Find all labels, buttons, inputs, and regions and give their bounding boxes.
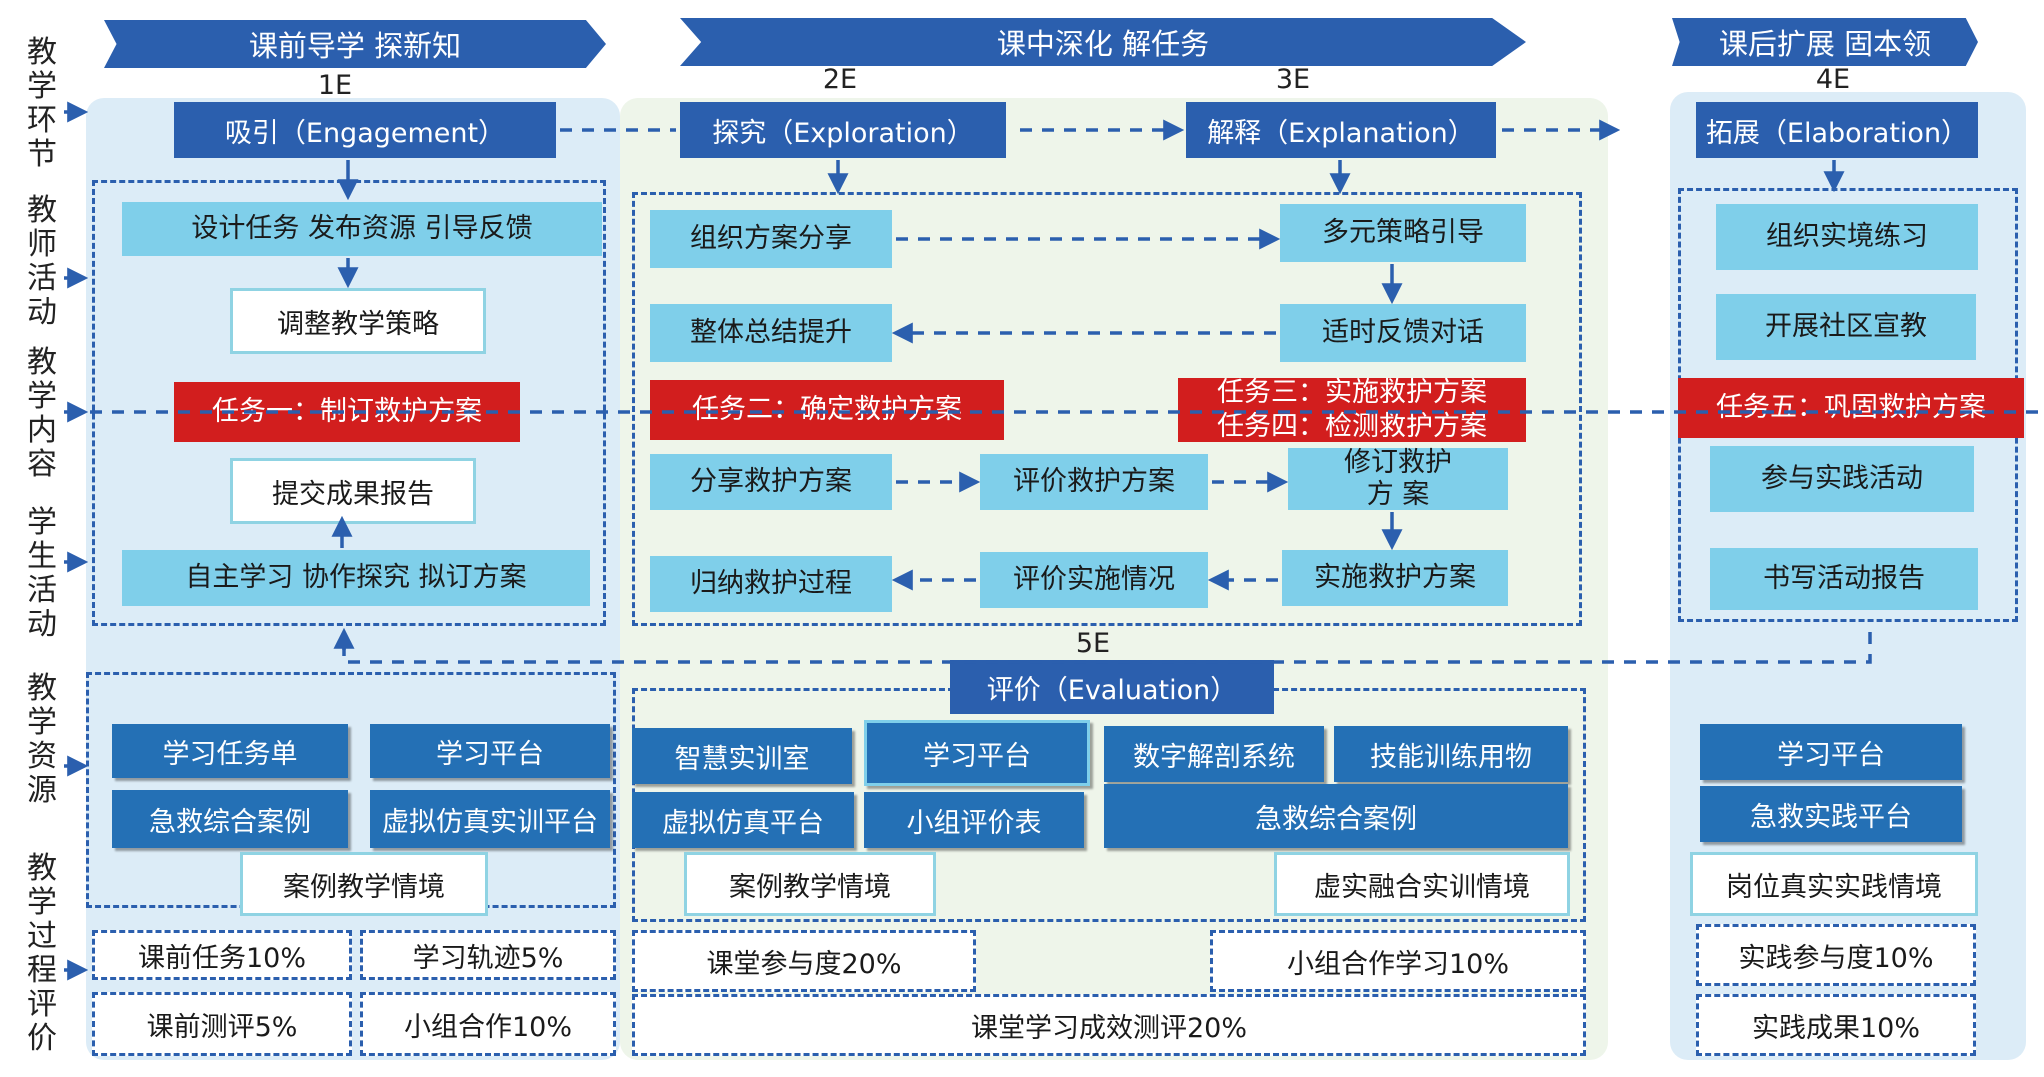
mid-summary: 整体总结提升 <box>650 304 892 362</box>
post-res-real-scenario: 岗位真实实践情境 <box>1690 852 1978 916</box>
post-res-practice-platform: 急救实践平台 <box>1700 786 1962 842</box>
mid-strategy-guidance: 多元策略引导 <box>1280 204 1526 262</box>
pre-submit-report: 提交成果报告 <box>230 458 476 524</box>
row-label-process-evaluation: 教学过程评价 <box>27 851 57 1056</box>
mid-revise-plan-line1: 修订救护 <box>1344 447 1452 478</box>
row-label-student-activity: 学生活动 <box>27 505 57 642</box>
mid-res-skill-training-supplies: 技能训练用物 <box>1334 726 1568 782</box>
row-label-teaching-resources: 教学资源 <box>27 671 57 808</box>
post-community-education: 开展社区宣教 <box>1716 294 1976 360</box>
pre-eval-learning-trace: 学习轨迹5% <box>360 930 616 980</box>
post-res-learning-platform: 学习平台 <box>1700 724 1962 780</box>
task-5: 任务五：巩固救护方案 <box>1678 378 2024 438</box>
stage-banner-pre: 课前导学 探新知 <box>104 20 606 68</box>
task-1: 任务一：制订救护方案 <box>174 382 520 442</box>
pre-teacher-activity: 设计任务 发布资源 引导反馈 <box>122 202 602 256</box>
post-practice: 组织实境练习 <box>1716 204 1978 270</box>
pre-res-virtual-platform: 虚拟仿真实训平台 <box>370 790 610 848</box>
e-label-1: 1E <box>317 70 353 101</box>
post-eval-participation: 实践参与度10% <box>1696 924 1976 986</box>
phase-engagement[interactable]: 吸引（Engagement） <box>174 102 556 158</box>
pre-res-case-scenario: 案例教学情境 <box>240 852 488 916</box>
task-3-4: 任务三：实施救护方案 任务四：检测救护方案 <box>1178 377 1526 442</box>
mid-res-blended-scenario: 虚实融合实训情境 <box>1274 852 1570 916</box>
task-2-label: 任务二：确定救护方案 <box>692 394 962 425</box>
mid-eval-learning-outcome: 课堂学习成效测评20% <box>632 994 1586 1056</box>
post-write-report: 书写活动报告 <box>1710 548 1978 610</box>
mid-eval-participation: 课堂参与度20% <box>632 930 976 992</box>
pre-student-activity: 自主学习 协作探究 拟订方案 <box>122 550 590 606</box>
mid-implement-plan: 实施救护方案 <box>1282 550 1508 606</box>
mid-evaluate-implementation: 评价实施情况 <box>980 552 1208 608</box>
pre-res-task-sheet: 学习任务单 <box>112 724 348 778</box>
pre-eval-pre-test: 课前测评5% <box>92 992 352 1056</box>
phase-evaluation[interactable]: 评价（Evaluation） <box>950 660 1274 714</box>
task-2: 任务二：确定救护方案 <box>650 380 1004 440</box>
mid-eval-group-learning: 小组合作学习10% <box>1210 930 1586 992</box>
task-5-label: 任务五：巩固救护方案 <box>1716 392 1986 423</box>
e-label-4: 4E <box>1815 64 1851 95</box>
mid-feedback-dialogue: 适时反馈对话 <box>1280 304 1526 362</box>
mid-res-group-eval-form: 小组评价表 <box>864 792 1084 848</box>
row-label-teaching-content: 教学内容 <box>27 345 57 482</box>
pre-res-learning-platform: 学习平台 <box>370 724 610 778</box>
mid-summarize-process: 归纳救护过程 <box>650 556 892 612</box>
mid-evaluate-plan: 评价救护方案 <box>980 454 1208 510</box>
stage-banner-mid: 课中深化 解任务 <box>680 18 1526 66</box>
mid-res-first-aid-cases: 急救综合案例 <box>1104 784 1568 848</box>
mid-res-case-scenario: 案例教学情境 <box>684 852 936 916</box>
pre-res-first-aid-cases: 急救综合案例 <box>112 790 348 848</box>
mid-organize-sharing: 组织方案分享 <box>650 210 892 268</box>
post-join-activity: 参与实践活动 <box>1710 446 1974 512</box>
mid-revise-plan-line2: 方 案 <box>1366 479 1430 510</box>
e-label-2: 2E <box>822 64 858 95</box>
pre-eval-group-work: 小组合作10% <box>360 992 616 1056</box>
pre-adjust-strategy: 调整教学策略 <box>230 288 486 354</box>
post-eval-outcome: 实践成果10% <box>1696 994 1976 1056</box>
task-3-label: 任务三：实施救护方案 <box>1217 377 1487 408</box>
phase-elaboration[interactable]: 拓展（Elaboration） <box>1696 102 1978 158</box>
e-label-3: 3E <box>1275 64 1311 95</box>
mid-res-smart-lab: 智慧实训室 <box>632 728 852 784</box>
row-label-teaching-stage: 教学环节 <box>27 35 57 172</box>
task-4-label: 任务四：检测救护方案 <box>1217 411 1487 442</box>
mid-res-digital-anatomy: 数字解剖系统 <box>1104 726 1324 782</box>
e-label-5: 5E <box>1075 628 1111 659</box>
row-label-teacher-activity: 教师活动 <box>27 193 57 330</box>
stage-banner-post: 课后扩展 固本领 <box>1672 18 1978 66</box>
mid-share-plan: 分享救护方案 <box>650 454 892 510</box>
phase-explanation[interactable]: 解释（Explanation） <box>1186 102 1496 158</box>
mid-activity-group <box>632 192 1582 626</box>
pre-eval-pre-task: 课前任务10% <box>92 930 352 980</box>
mid-res-learning-platform: 学习平台 <box>864 720 1090 786</box>
phase-exploration[interactable]: 探究（Exploration） <box>680 102 1006 158</box>
mid-revise-plan: 修订救护 方 案 <box>1288 447 1508 510</box>
mid-res-virtual-platform: 虚拟仿真平台 <box>632 792 854 848</box>
task-1-label: 任务一：制订救护方案 <box>212 396 482 427</box>
